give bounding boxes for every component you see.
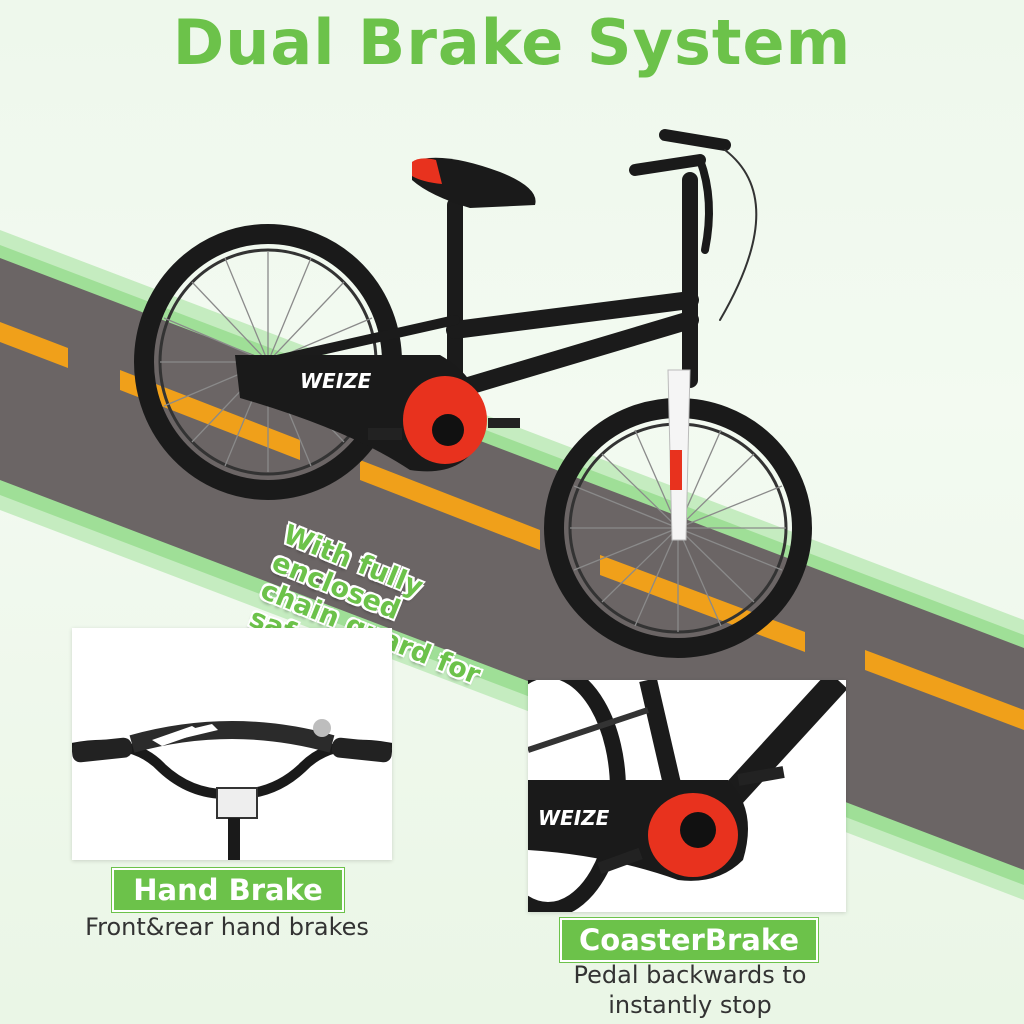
coaster-brake-description-line-2: instantly stop	[608, 991, 772, 1019]
hand-brake-badge: Hand Brake	[112, 868, 344, 912]
coaster-brake-badge: CoasterBrake	[560, 918, 818, 962]
coaster-guard-brand: WEIZE	[538, 806, 610, 830]
coaster-brake-photo-panel: WEIZE	[528, 680, 846, 912]
coaster-brake-description: Pedal backwards to instantly stop	[540, 960, 840, 1020]
page-title: Dual Brake System	[172, 6, 852, 79]
coaster-brake-detail-image: WEIZE	[528, 680, 846, 912]
hand-brake-description: Front&rear hand brakes	[85, 913, 369, 941]
chain-guard: WEIZE	[235, 355, 487, 472]
pedal-left	[368, 428, 402, 440]
bike-seat	[412, 157, 536, 208]
front-fork	[667, 369, 691, 541]
bicycle-illustration: WEIZE	[134, 129, 812, 658]
chain-guard-brand: WEIZE	[300, 369, 372, 393]
handlebar-pad-brand: WEIZE	[222, 746, 272, 762]
pedal-right	[488, 418, 520, 428]
handlebar-detail-image: WEIZE	[72, 719, 392, 860]
handlebar	[629, 129, 758, 321]
coaster-brake-description-line-1: Pedal backwards to	[573, 961, 807, 989]
hand-brake-photo-panel: WEIZE	[72, 628, 392, 860]
